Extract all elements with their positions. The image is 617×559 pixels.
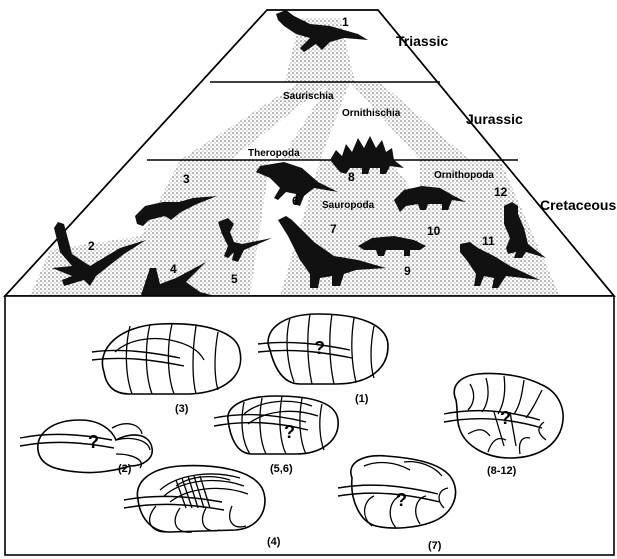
- kidney-label-8-12: (8-12): [487, 465, 517, 477]
- kidney-label-4: (4): [267, 536, 281, 548]
- number-9: 9: [404, 264, 411, 278]
- clade-label-ornithischia: Ornithischia: [342, 108, 401, 119]
- number-7: 7: [330, 222, 337, 236]
- kidney-label-7: (7): [428, 540, 442, 552]
- number-10: 10: [427, 224, 441, 238]
- kidney-7-unknown: ?: [396, 490, 407, 510]
- clade-label-sauropoda: Sauropoda: [322, 200, 375, 211]
- kidney-label-5-6: (5,6): [270, 463, 293, 475]
- kidney-label-1: (1): [355, 393, 369, 405]
- number-4: 4: [170, 262, 177, 276]
- period-label-cretaceous: Cretaceous: [540, 197, 616, 213]
- number-12: 12: [494, 185, 508, 199]
- number-3: 3: [183, 172, 190, 186]
- clade-label-theropoda: Theropoda: [248, 148, 300, 159]
- clade-label-saurischia: Saurischia: [283, 91, 334, 102]
- kidney-5-6-unknown: ?: [284, 422, 295, 442]
- number-11: 11: [482, 234, 495, 248]
- number-2: 2: [88, 239, 95, 253]
- kidney-2-unknown: ?: [88, 432, 99, 452]
- number-8: 8: [348, 170, 355, 184]
- kidney-label-2: (2): [118, 463, 132, 475]
- period-label-jurassic: Jurassic: [466, 111, 523, 127]
- period-label-triassic: Triassic: [396, 33, 448, 49]
- kidney-1-unknown: ?: [314, 338, 325, 358]
- number-1: 1: [342, 15, 349, 29]
- kidney-label-3: (3): [175, 403, 189, 415]
- number-5: 5: [231, 272, 238, 286]
- number-6: 6: [292, 194, 299, 208]
- kidney-8-12-unknown: ?: [500, 408, 511, 428]
- clade-label-ornithopoda: Ornithopoda: [434, 170, 494, 181]
